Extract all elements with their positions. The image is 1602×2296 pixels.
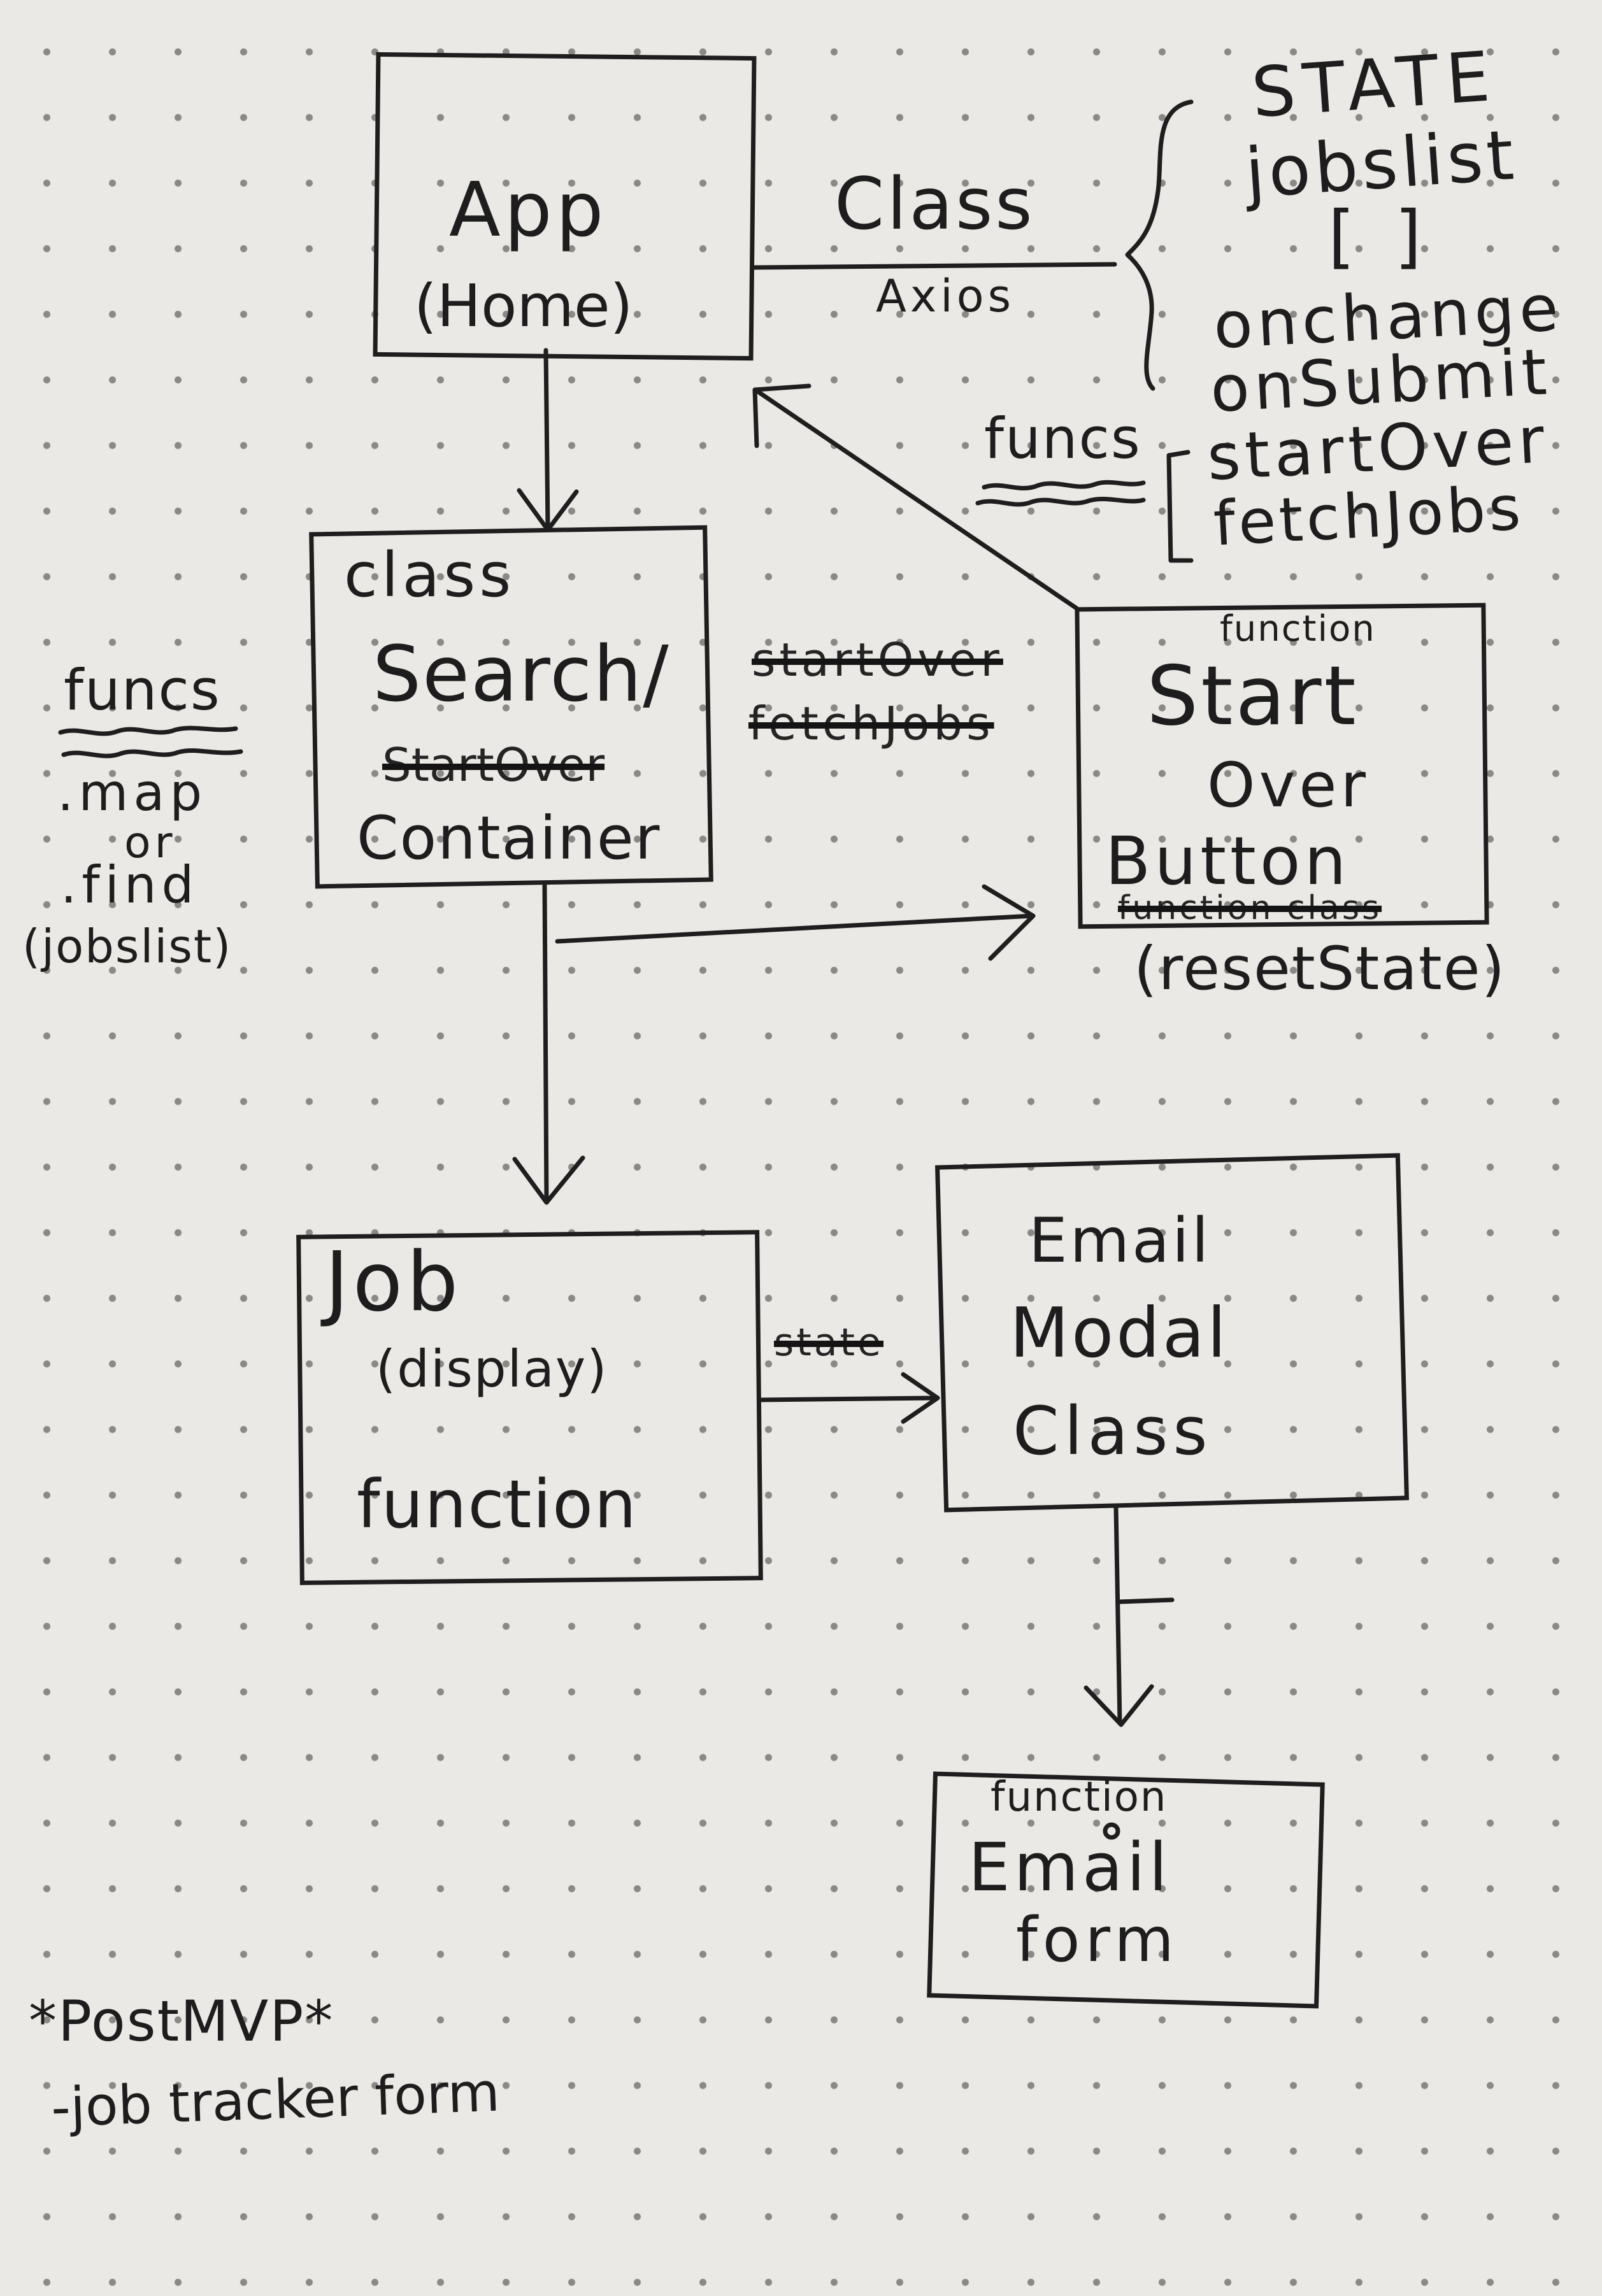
state-heading: STATE: [1249, 36, 1500, 134]
arrowhead-search-to-job: [512, 1155, 585, 1205]
search-funcs-jobslist: (jobslist): [22, 920, 232, 973]
post-mvp-heading: *PostMVP*: [29, 1988, 334, 2054]
search-node-class-label: class: [344, 539, 515, 611]
funcs-underline-left-2: [61, 748, 243, 759]
edge-struck-fetchjobs: fetchJobs: [748, 697, 994, 750]
arrow-modal-to-form: [1113, 1506, 1122, 1725]
arrowhead-modal-to-form: [1083, 1684, 1154, 1727]
job-node-title: Job: [325, 1235, 462, 1330]
search-node-title: Search/: [373, 631, 670, 719]
state-item-jobslist: jobslist: [1243, 115, 1520, 214]
email-modal-line-modal: Modal: [1010, 1294, 1229, 1373]
search-funcs-label: funcs: [64, 657, 221, 723]
arrow-startover-to-app: [755, 389, 1079, 611]
arrowhead-job-to-modal: [901, 1372, 940, 1424]
search-funcs-map: .map: [57, 763, 208, 822]
email-modal-line-class: Class: [1013, 1392, 1213, 1470]
job-node-subtitle: (display): [376, 1339, 608, 1399]
arrow-modal-to-form-tick: [1117, 1597, 1175, 1604]
job-node-function: function: [357, 1465, 638, 1543]
search-node-container: Container: [357, 804, 661, 873]
search-node-struck-startover: StartOver: [382, 738, 605, 792]
startover-reset-state-note: (resetState): [1134, 934, 1506, 1004]
funcs-bracket: [1166, 450, 1194, 563]
arrow-app-to-search: [543, 348, 550, 531]
funcs-underline-left-1: [58, 725, 238, 736]
startover-node-tag: function: [1220, 608, 1376, 650]
funcs-underline-right-2: [975, 496, 1146, 507]
app-node-title: App: [449, 166, 608, 253]
startover-node-title: Start: [1147, 649, 1359, 744]
app-class-label: Class: [834, 163, 1035, 246]
app-funcs-label: funcs: [984, 406, 1141, 471]
arrow-search-to-job: [542, 883, 549, 1203]
email-form-line-form: form: [1016, 1904, 1179, 1976]
email-form-line-email: Email: [968, 1829, 1171, 1906]
state-item-array: [ ]: [1328, 197, 1431, 276]
startover-node-button: Button: [1105, 822, 1350, 900]
email-form-dot: [1103, 1822, 1120, 1840]
arrowhead-app-to-search: [517, 488, 579, 532]
app-node-subtitle: (Home): [414, 272, 633, 340]
arrowhead-search-to-startover: [982, 884, 1036, 961]
startover-node-struck-function-class: function class: [1118, 889, 1382, 927]
state-item-fetchjobs: fetchJobs: [1212, 472, 1526, 560]
edge-struck-startover: startOver: [752, 633, 1003, 687]
state-brace: [1125, 99, 1194, 391]
startover-node-over: Over: [1207, 750, 1370, 821]
line-app-to-state: [752, 262, 1117, 270]
funcs-underline-right-1: [982, 480, 1146, 490]
arrow-job-to-modal: [759, 1395, 939, 1402]
search-funcs-find: .find: [61, 855, 199, 915]
arrowhead-startover-to-app: [752, 383, 812, 448]
email-form-tag: function: [991, 1774, 1168, 1821]
arrow-search-to-startover: [555, 913, 1034, 944]
app-axios-label: Axios: [876, 270, 1015, 322]
search-funcs-or: or: [124, 818, 176, 868]
post-mvp-item: -job tracker form: [50, 2060, 501, 2139]
edge-struck-state: state: [774, 1320, 883, 1365]
email-modal-line-email: Email: [1029, 1205, 1212, 1276]
